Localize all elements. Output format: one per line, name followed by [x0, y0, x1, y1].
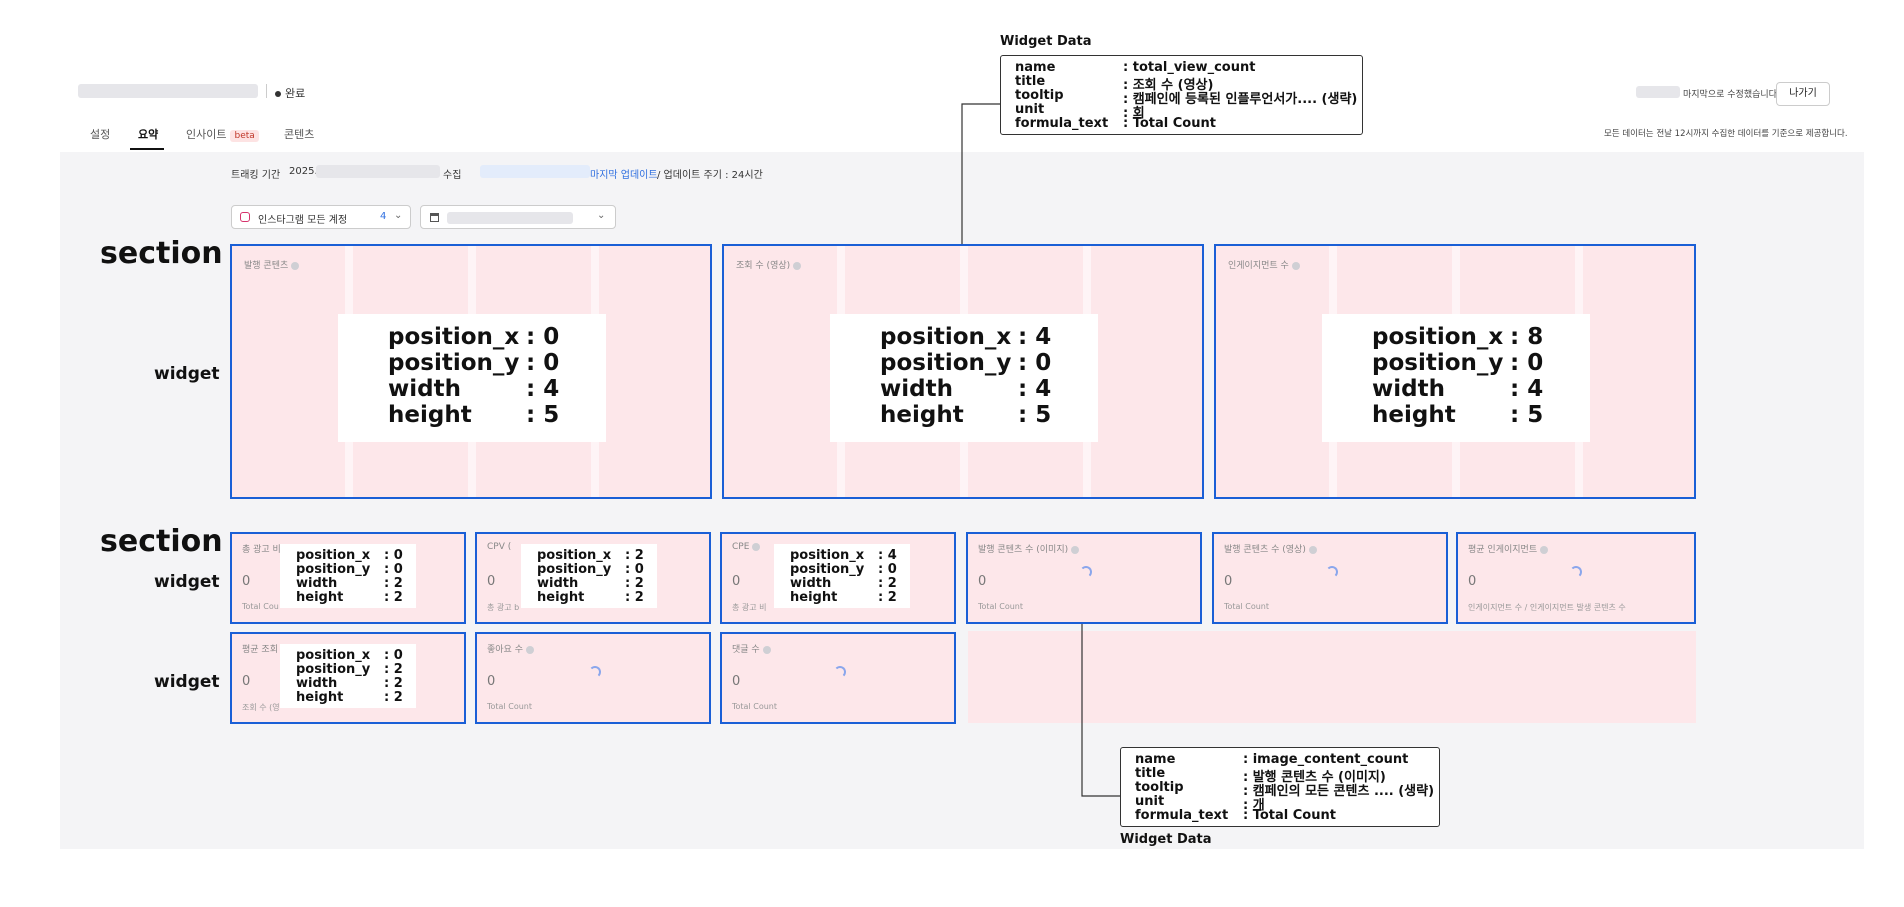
widget-data-top-caption: Widget Data — [1000, 34, 1092, 49]
info-icon — [752, 542, 761, 551]
section-1-widget-label: widget — [154, 364, 220, 384]
info-icon — [291, 261, 300, 270]
widget-total-ad-cost[interactable]: 총 광고 비 0 Total Cou position_x : 0 positi… — [230, 532, 466, 624]
account-filter-dropdown[interactable]: 인스타그램 모든 계정 4 ⌄ — [231, 205, 411, 229]
section-1-label: section — [100, 236, 223, 271]
widget-data-bottom-caption: Widget Data — [1120, 832, 1212, 847]
date-range-blurred — [447, 212, 573, 224]
widget-data-top-box: name : total_view_count title : 조회 수 (영상… — [1000, 55, 1363, 135]
tab-summary[interactable]: 요약 — [138, 128, 159, 141]
bottom-connector-line — [1081, 624, 1120, 797]
active-tab-underline — [130, 148, 164, 150]
tracking-date-blurred — [316, 165, 440, 178]
info-icon — [762, 645, 771, 654]
widget-title: 인게이지먼트 수 — [1228, 258, 1300, 271]
info-icon — [793, 261, 802, 270]
chevron-down-icon: ⌄ — [394, 210, 403, 221]
position-card: position_x : 8 position_y : 0 width : 4 … — [1322, 314, 1590, 442]
info-icon — [525, 645, 534, 654]
widget-engagement-count[interactable]: 인게이지먼트 수 position_x : 8 position_y : 0 w… — [1214, 244, 1696, 499]
widget-like-count[interactable]: 좋아요 수 0 Total Count — [475, 632, 711, 724]
loading-spinner-icon — [1570, 566, 1582, 578]
tab-settings[interactable]: 설정 — [90, 128, 111, 141]
campaign-status: 완료 — [275, 85, 305, 101]
chevron-down-icon: ⌄ — [597, 210, 606, 221]
widget-average-views[interactable]: 평균 조회 0 조회 수 (영 position_x : 0 position_… — [230, 632, 466, 724]
empty-grid-area — [968, 631, 1696, 723]
account-filter-label: 인스타그램 모든 계정 — [258, 215, 348, 226]
info-icon — [1540, 545, 1549, 554]
widget-cpv[interactable]: CPV ( 0 총 광고 b position_x : 2 position_y… — [475, 532, 711, 624]
widget-image-content-count[interactable]: 발행 콘텐츠 수 (이미지) 0 Total Count — [966, 532, 1202, 624]
loading-spinner-icon — [834, 666, 846, 678]
position-card: position_x : 0 position_y : 0 width : 4 … — [338, 314, 606, 442]
loading-spinner-icon — [1080, 566, 1092, 578]
tracking-collect-label: 수집 — [443, 170, 462, 181]
position-card: position_x : 0 position_y : 2 width : 2 … — [280, 644, 416, 708]
widget-video-content-count[interactable]: 발행 콘텐츠 수 (영상) 0 Total Count — [1212, 532, 1448, 624]
widget-title: 조회 수 (영상) — [736, 258, 802, 271]
account-count: 4 — [380, 211, 387, 222]
last-modified-text: 마지막으로 수정했습니다. — [1683, 90, 1780, 100]
tracking-period-label: 트래킹 기간 — [231, 170, 281, 181]
loading-spinner-icon — [1326, 566, 1338, 578]
update-time-blurred — [480, 165, 590, 178]
position-card: position_x : 4 position_y : 0 width : 2 … — [774, 544, 910, 608]
loading-spinner-icon — [589, 666, 601, 678]
last-update-link[interactable]: 마지막 업데이트 — [590, 170, 658, 181]
update-cycle-text: / 업데이트 주기 : 24시간 — [657, 170, 763, 181]
widget-data-bottom-box: name : image_content_count title : 발행 콘텐… — [1120, 747, 1440, 827]
exit-button[interactable]: 나가기 — [1776, 82, 1830, 106]
info-icon — [1071, 545, 1080, 554]
widget-average-engagement[interactable]: 평균 인게이지먼트 0 인게이지먼트 수 / 인게이지먼트 발생 콘텐츠 수 — [1456, 532, 1696, 624]
info-icon — [1308, 545, 1317, 554]
widget-comment-count[interactable]: 댓글 수 0 Total Count — [720, 632, 956, 724]
position-card: position_x : 2 position_y : 0 width : 2 … — [521, 544, 657, 608]
last-modified-blurred — [1636, 86, 1680, 98]
info-icon — [1291, 261, 1300, 270]
position-card: position_x : 4 position_y : 0 width : 4 … — [830, 314, 1098, 442]
calendar-icon — [430, 213, 439, 222]
data-notice: 모든 데이터는 전날 12시까지 수집한 데이터를 기준으로 제공합니다. — [1604, 129, 1848, 139]
top-connector-line — [961, 103, 1000, 244]
tab-content[interactable]: 콘텐츠 — [284, 128, 315, 141]
position-card: position_x : 0 position_y : 0 width : 2 … — [280, 544, 416, 608]
section-2-label: section — [100, 524, 223, 559]
date-range-dropdown[interactable]: ⌄ — [420, 205, 616, 229]
section-2-widget-label-row2: widget — [154, 672, 220, 692]
beta-badge: beta — [230, 130, 259, 142]
campaign-name-blurred — [78, 84, 258, 98]
widget-total-view-count[interactable]: 조회 수 (영상) position_x : 4 position_y : 0 … — [722, 244, 1204, 499]
instagram-icon — [240, 212, 250, 222]
header-divider — [266, 84, 267, 98]
tracking-period-year: 2025. — [289, 166, 318, 177]
widget-published-content[interactable]: 발행 콘텐츠 position_x : 0 position_y : 0 wid… — [230, 244, 712, 499]
section-2-widget-label-row1: widget — [154, 572, 220, 592]
widget-title: 발행 콘텐츠 — [244, 258, 300, 271]
widget-cpe[interactable]: CPE 0 총 광고 비 position_x : 4 position_y :… — [720, 532, 956, 624]
status-dot-icon — [275, 91, 281, 97]
